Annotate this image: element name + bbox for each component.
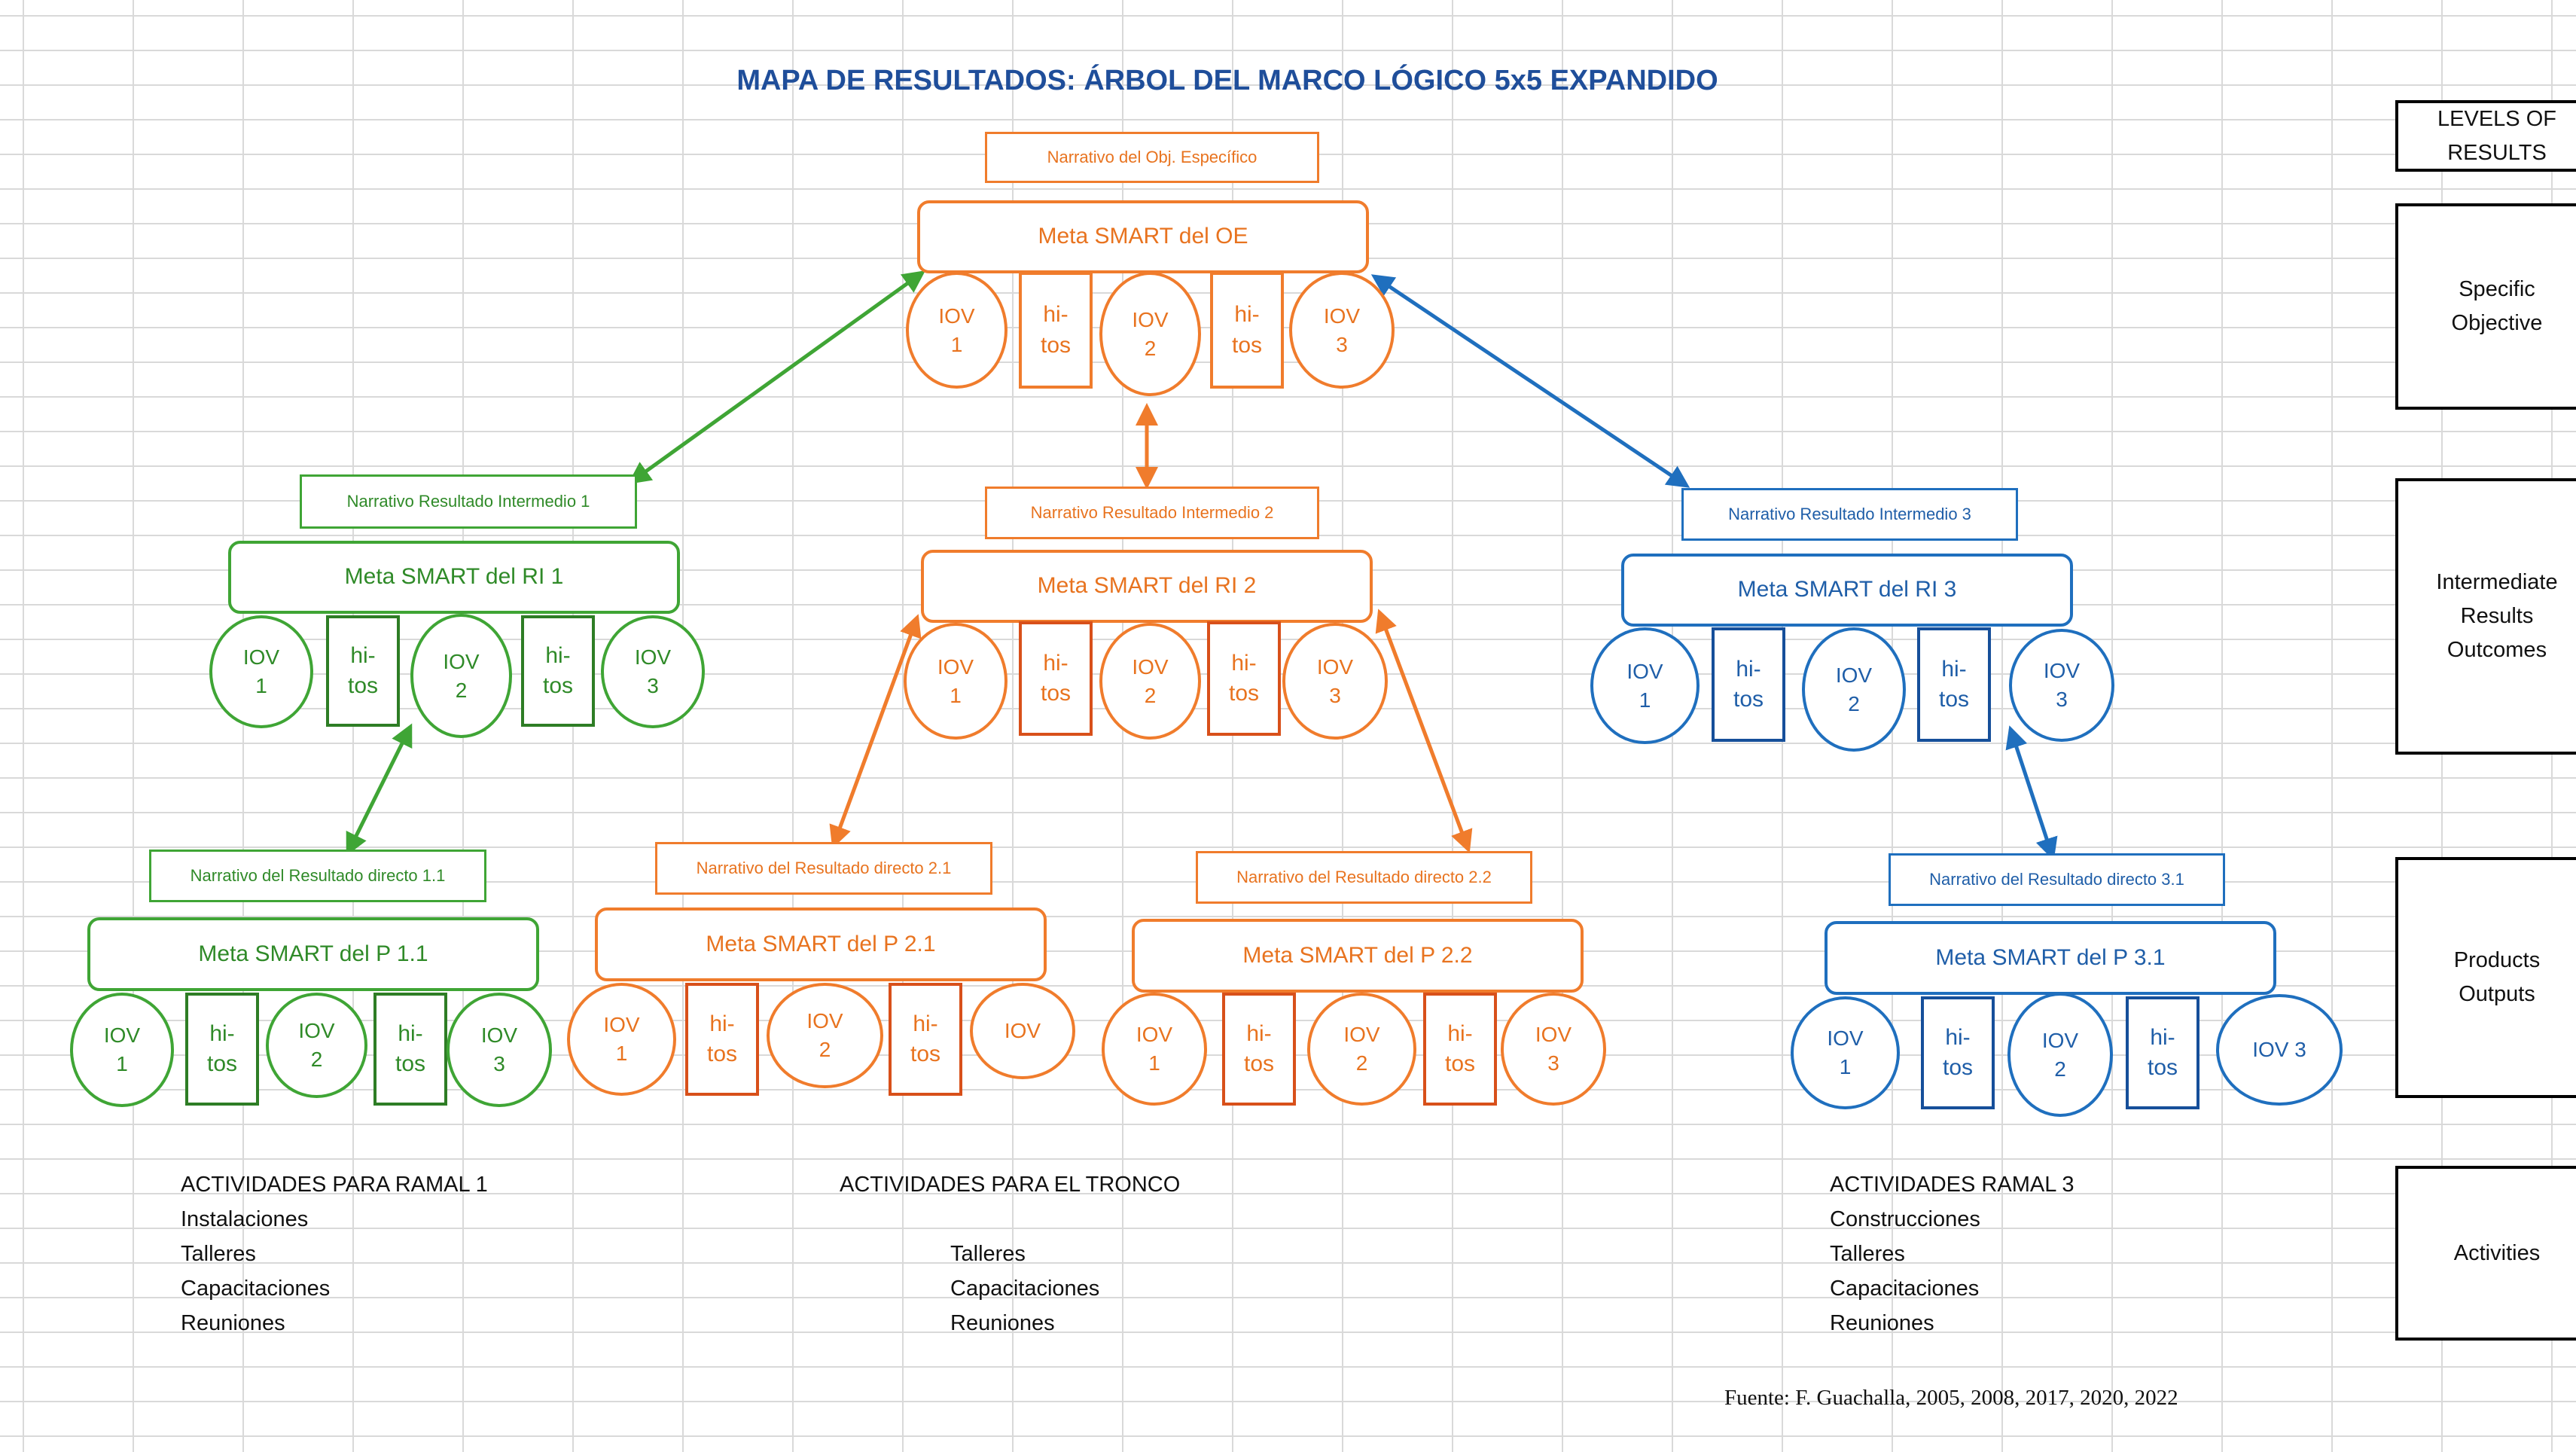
activity-item: Talleres — [950, 1242, 1026, 1266]
activity-item: Capacitaciones — [1830, 1277, 1980, 1301]
p22-iov-2: IOV 2 — [1307, 993, 1416, 1106]
source-citation: Fuente: F. Guachalla, 2005, 2008, 2017, … — [1724, 1386, 2178, 1410]
ri1-iov-1: IOV 1 — [209, 615, 313, 728]
p21-iov-2: IOV 2 — [767, 983, 883, 1088]
ri2-meta-smart: Meta SMART del RI 2 — [921, 550, 1373, 623]
activities-tronco: Talleres Capacitaciones Reuniones — [950, 1237, 1099, 1341]
ri3-iov-3: IOV 3 — [2009, 629, 2114, 742]
p11-iov-2: IOV 2 — [266, 993, 367, 1098]
p21-iov-3: IOV — [970, 983, 1075, 1079]
p22-iov-1: IOV 1 — [1102, 993, 1207, 1106]
ri3-hitos-2: hi- tos — [1917, 627, 1991, 742]
diagram-title: MAPA DE RESULTADOS: ÁRBOL DEL MARCO LÓGI… — [736, 65, 1718, 96]
activity-item: Construcciones — [1830, 1207, 1980, 1231]
p11-hitos-1: hi- tos — [185, 993, 259, 1106]
p11-iov-3: IOV 3 — [447, 993, 552, 1107]
p11-iov-1: IOV 1 — [70, 993, 174, 1107]
p31-hitos-1: hi- tos — [1921, 996, 1995, 1109]
ri1-meta-smart: Meta SMART del RI 1 — [228, 541, 680, 614]
oe-meta-smart: Meta SMART del OE — [917, 200, 1369, 273]
p31-iov-1: IOV 1 — [1791, 996, 1900, 1109]
ri2-hitos-1: hi- tos — [1019, 621, 1093, 736]
arrow-ri1-p11 — [346, 723, 413, 856]
level-products-outputs: Products Outputs — [2395, 857, 2576, 1098]
level-activities: Activities — [2395, 1166, 2576, 1341]
p11-meta-smart: Meta SMART del P 1.1 — [87, 917, 539, 991]
p22-hitos-1: hi- tos — [1222, 993, 1296, 1106]
activities-ramal-1: ACTIVIDADES PARA RAMAL 1 Instalaciones T… — [181, 1167, 488, 1341]
arrow-oe-ri1 — [627, 270, 926, 484]
activity-item: Reuniones — [950, 1311, 1055, 1335]
ri2-iov-1: IOV 1 — [904, 623, 1008, 740]
ri2-iov-2: IOV 2 — [1099, 623, 1201, 740]
levels-header: LEVELS OF RESULTS — [2395, 100, 2576, 172]
oe-narrative: Narrativo del Obj. Específico — [985, 132, 1319, 183]
activities-ramal-3: ACTIVIDADES RAMAL 3 Construcciones Talle… — [1830, 1167, 2074, 1341]
p31-iov-3: IOV 3 — [2216, 994, 2343, 1106]
activity-heading: ACTIVIDADES PARA RAMAL 1 — [181, 1173, 488, 1197]
p31-meta-smart: Meta SMART del P 3.1 — [1825, 921, 2276, 995]
activity-heading: ACTIVIDADES RAMAL 3 — [1830, 1173, 2075, 1197]
ri2-narrative: Narrativo Resultado Intermedio 2 — [985, 487, 1319, 539]
oe-iov-1: IOV 1 — [906, 272, 1008, 389]
activities-tronco-heading: ACTIVIDADES PARA EL TRONCO — [840, 1173, 1181, 1197]
level-specific-objective: Specific Objective — [2395, 203, 2576, 410]
p11-hitos-2: hi- tos — [373, 993, 447, 1106]
p22-meta-smart: Meta SMART del P 2.2 — [1132, 919, 1584, 993]
ri3-iov-2: IOV 2 — [1802, 627, 1906, 752]
level-intermediate-results: Intermediate Results Outcomes — [2395, 478, 2576, 755]
p22-hitos-2: hi- tos — [1423, 993, 1497, 1106]
p11-narrative: Narrativo del Resultado directo 1.1 — [149, 850, 486, 902]
ri3-iov-1: IOV 1 — [1590, 627, 1700, 744]
arrow-ri2-p22 — [1375, 609, 1473, 853]
p21-meta-smart: Meta SMART del P 2.1 — [595, 908, 1047, 981]
activity-item: Capacitaciones — [181, 1277, 331, 1301]
ri1-iov-3: IOV 3 — [601, 615, 705, 728]
ri2-hitos-2: hi- tos — [1207, 621, 1281, 736]
ri1-narrative: Narrativo Resultado Intermedio 1 — [300, 474, 637, 529]
arrow-oe-ri3 — [1370, 274, 1690, 488]
oe-hitos-2: hi- tos — [1210, 272, 1284, 389]
p22-narrative: Narrativo del Resultado directo 2.2 — [1196, 851, 1532, 904]
ri3-meta-smart: Meta SMART del RI 3 — [1621, 554, 2073, 627]
ri3-narrative: Narrativo Resultado Intermedio 3 — [1681, 488, 2018, 541]
oe-iov-2: IOV 2 — [1099, 272, 1201, 396]
ri2-iov-3: IOV 3 — [1282, 623, 1388, 740]
p21-iov-1: IOV 1 — [567, 983, 676, 1096]
p31-hitos-2: hi- tos — [2126, 996, 2200, 1109]
activity-item: Talleres — [181, 1242, 256, 1266]
oe-iov-3: IOV 3 — [1289, 272, 1395, 389]
arrow-ri2-p21 — [829, 614, 922, 849]
p22-iov-3: IOV 3 — [1501, 993, 1606, 1106]
activity-item: Instalaciones — [181, 1207, 309, 1231]
p21-hitos-1: hi- tos — [685, 983, 759, 1096]
p21-hitos-2: hi- tos — [889, 983, 962, 1096]
ri1-hitos-1: hi- tos — [326, 615, 400, 727]
activity-item: Capacitaciones — [950, 1277, 1100, 1301]
activity-item: Talleres — [1830, 1242, 1905, 1266]
ri1-iov-2: IOV 2 — [410, 614, 512, 738]
ri1-hitos-2: hi- tos — [521, 615, 595, 727]
oe-hitos-1: hi- tos — [1019, 272, 1093, 389]
activity-item: Reuniones — [181, 1311, 285, 1335]
p31-narrative: Narrativo del Resultado directo 3.1 — [1889, 853, 2225, 906]
arrow-ri3-p31 — [2005, 725, 2058, 861]
ri3-hitos-1: hi- tos — [1712, 627, 1785, 742]
p31-iov-2: IOV 2 — [2007, 993, 2113, 1117]
p21-narrative: Narrativo del Resultado directo 2.1 — [655, 842, 992, 895]
activity-item: Reuniones — [1830, 1311, 1934, 1335]
